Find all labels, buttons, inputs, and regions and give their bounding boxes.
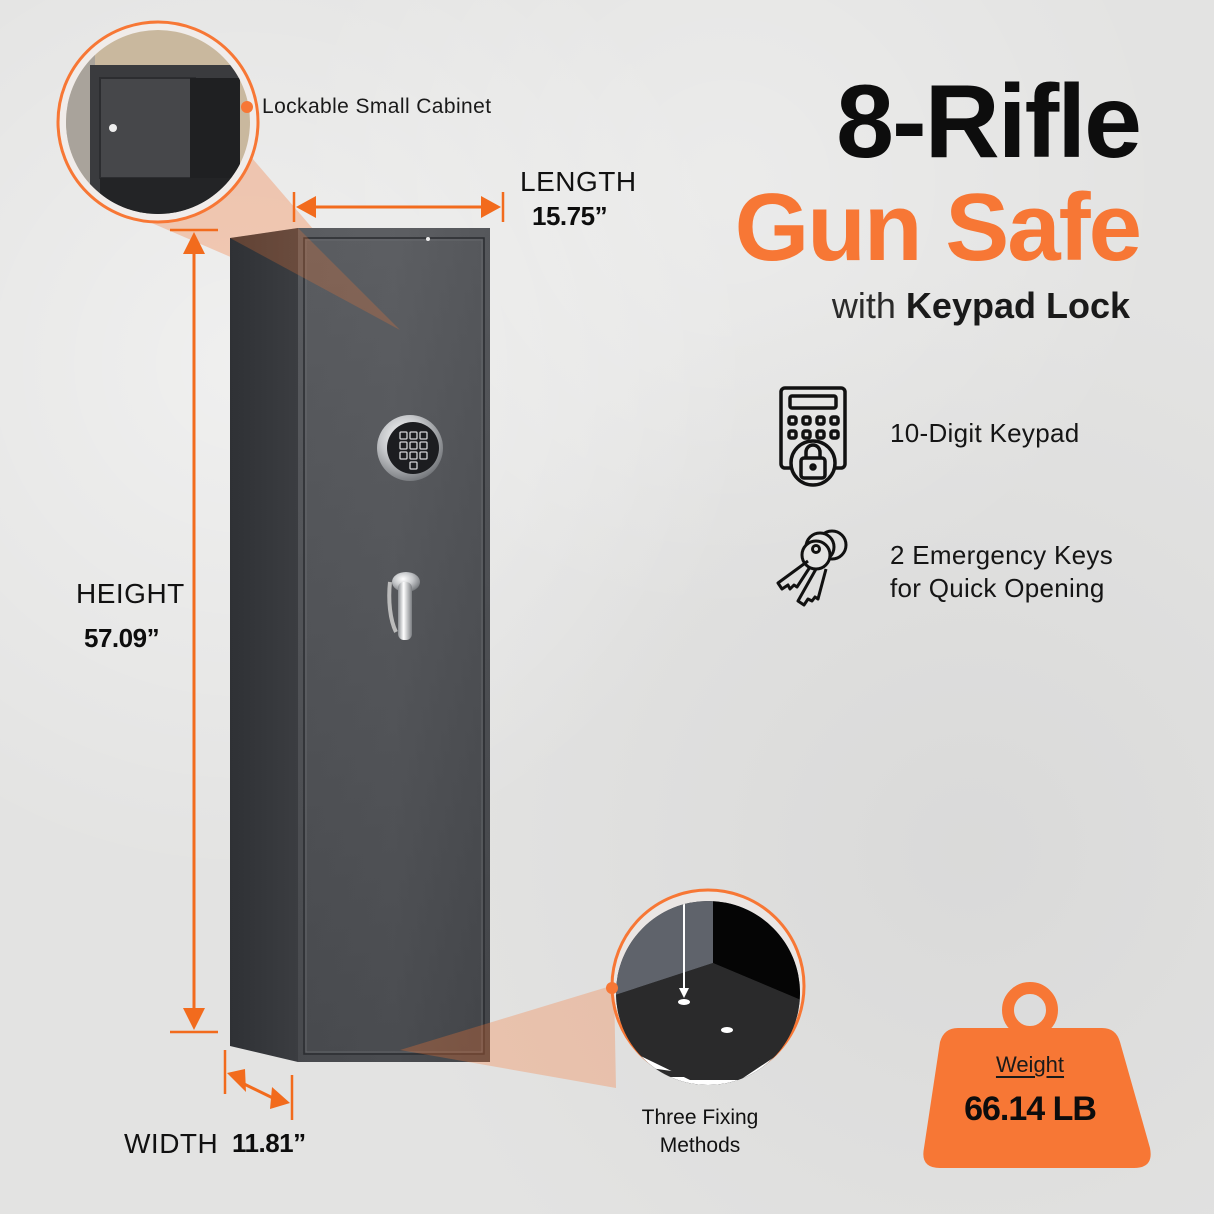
safe-door [303,237,485,1055]
safe-side-panel [230,228,298,1062]
bottom-callout-cone [400,985,616,1088]
width-value: 11.81” [232,1128,306,1158]
weight-tag [923,982,1151,1168]
keys-icon [776,529,848,607]
width-label: WIDTH [124,1128,219,1159]
height-dimension-arrow [170,228,218,1034]
feature-keypad: 10-Digit Keypad [778,385,1158,487]
weight-value: 66.14 LB [964,1090,1097,1128]
title-line-1: 8-Rifle [836,64,1142,180]
subtitle-prefix: with [831,285,896,326]
safe-handle [387,572,420,640]
fixing-line-1: Three Fixing [641,1106,759,1129]
length-dimension-arrow [292,192,505,222]
safe-keypad [377,415,443,481]
subtitle: with Keypad Lock [700,288,1130,324]
fixing-callout-label: Three Fixing Methods [600,1104,800,1160]
cabinet-callout-label: Lockable Small Cabinet [262,95,492,118]
feature-keys-line-2: for Quick Opening [890,573,1105,603]
weight-label: Weight [995,1052,1065,1077]
title-line-2: Gun Safe [734,174,1142,281]
cabinet-callout-circle [56,20,260,224]
keypad-lock-icon [779,386,847,487]
fixing-line-2: Methods [659,1134,741,1157]
height-value: 57.09” [84,623,160,653]
fixing-callout-circle [606,888,806,1085]
feature-keypad-label: 10-Digit Keypad [890,418,1080,448]
feature-keys-line-1: 2 Emergency Keys [890,540,1114,570]
height-label: HEIGHT [76,578,185,609]
length-value: 15.75” [532,201,608,231]
length-label: LENGTH [520,166,637,197]
subtitle-bold: Keypad Lock [905,285,1130,326]
width-dimension-arrow [223,1050,294,1120]
feature-keys: 2 Emergency Keys for Quick Opening [772,525,1172,615]
feature-keys-label: 2 Emergency Keys for Quick Opening [890,539,1113,605]
